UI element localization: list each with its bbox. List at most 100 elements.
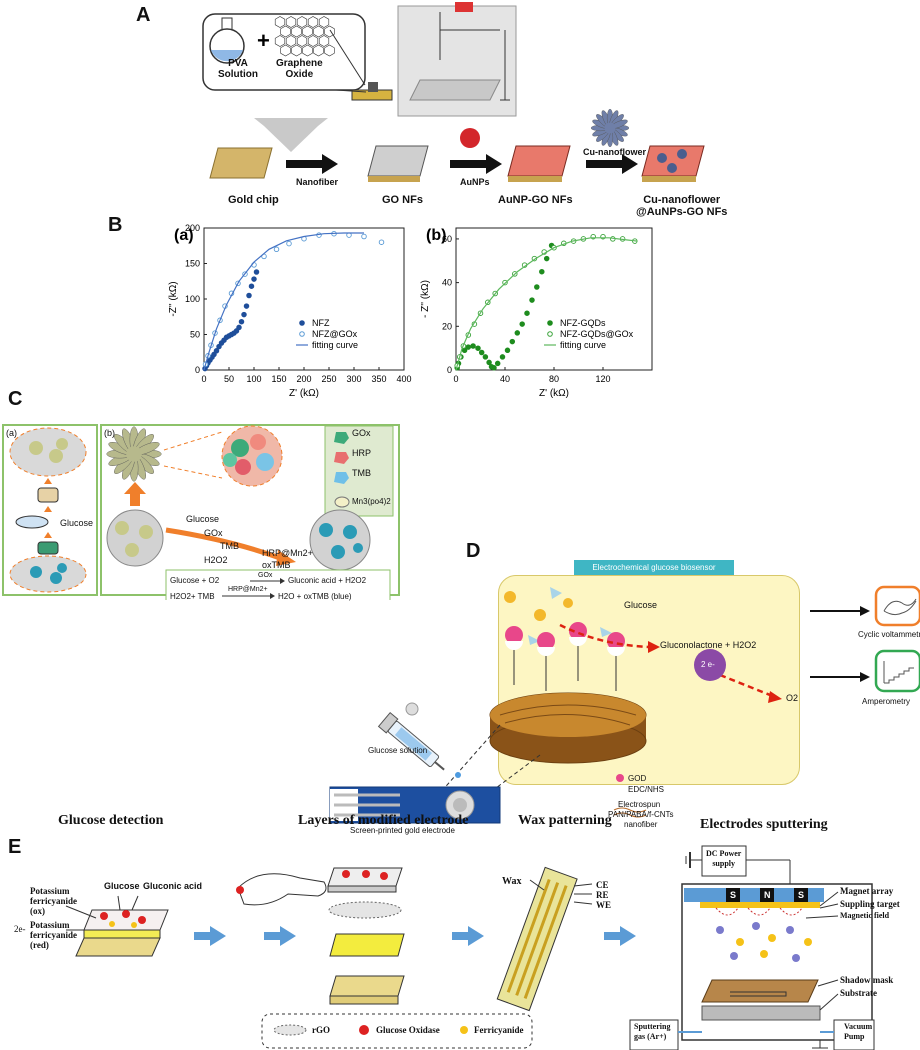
data-point [236,324,242,331]
legend-hrp-label: HRP [352,448,372,458]
sputter-label-substrate: Substrate [840,988,878,998]
panel-c-sub-a: (a) [6,428,17,438]
x-tick-label: 0 [453,374,458,384]
vacuum-pump-label: Vacuum Pump [844,1022,873,1041]
series-line-2 [455,237,638,371]
arrow-label-aunps: AuNPs [460,177,490,187]
x-axis-label: Z' (kΩ) [539,388,569,399]
eq2-left: H2O2+ TMB [170,592,215,601]
syringe-icon [377,711,445,771]
blue-arrow-1 [194,926,226,946]
panel-label-d: D [466,540,481,562]
electron-label: 2 e- [701,660,715,669]
flow-arrow [165,527,281,561]
eq1-catalyst: GOx [258,572,273,579]
sputter-label-magnet: Magnet array [840,886,894,896]
sputtering-gas-icon [629,1019,679,1050]
data-point [486,359,492,366]
x-tick-label: 400 [396,374,411,384]
data-point [241,311,247,318]
panel-d-illustration [329,585,920,824]
equation-box [165,569,391,600]
panel-label-b: B [108,214,123,236]
legend-tmb-icon [334,472,349,484]
legend-label: NFZ-GQDs [560,318,606,328]
biosensor-title: Electrochemical glucose biosensor [574,560,734,575]
legend-marker [547,320,553,326]
data-point [482,354,489,360]
layer-pan-label: PAN/PABA/f-CNTs [608,810,674,819]
y-tick-label: 100 [185,294,200,304]
legend-gox-icon [334,432,349,444]
data-point [253,269,260,275]
layer-nanofiber-label: nanofiber [624,820,658,829]
gold-chip-icon [209,147,273,179]
panel-label-a: A [136,4,151,26]
x-tick-label: 120 [595,374,610,384]
sputter-label-target: Suppling target [840,899,900,909]
data-point [509,338,516,345]
y-tick-label: 0 [195,365,200,375]
eq2-catalyst: HRP@Mn2+ [228,586,268,593]
flow-glucose: Glucose [186,514,220,524]
aunp-go-chip-icon [507,145,571,177]
dc-power-supply-icon [701,845,747,877]
rgo-sheet-icon [328,901,402,919]
x-tick-label: 300 [346,374,361,384]
cu-nanoflower-icon [590,108,630,148]
sensor-probe-treated-icon [37,541,59,555]
y-tick-label: 60 [442,234,452,244]
ce-label: CE [596,880,609,890]
electron-2e-label: 2e- [14,924,26,934]
legend-label: NFZ [312,318,330,328]
e-title-glucose-detection: Glucose detection [58,813,164,828]
electron-icon [694,649,726,681]
up-arrow [124,482,146,506]
blue-arrow-3 [452,926,484,946]
data-point [499,354,506,360]
fiber-mat-after-icon [309,509,371,571]
eq2-right: H2O + oxTMB (blue) [278,592,352,601]
fiber-mat-before-icon [106,509,164,567]
collector-plate [409,79,501,101]
flow-hrp: HRP@Mn2+ [262,548,313,558]
data-point [529,297,535,303]
wax-label: Wax [502,876,522,887]
legend-gox-label: GOx [352,428,371,438]
magnet-s1: S [730,890,737,900]
step-label-gold-chip: Gold chip [228,194,279,206]
pva-solution-label: PVA Solution [218,58,258,80]
layer-god-label: GOD [628,774,647,783]
data-point [514,330,521,336]
go-nf-chip-icon [367,145,429,177]
chart-panel-label: (b) [426,227,446,244]
data-point [216,343,222,350]
e-gluconic-label: Gluconic acid [143,881,203,891]
data-point [243,303,250,309]
panel-e-illustration [65,845,875,1050]
legend-ferricyanide-label: Ferricyanide [474,1025,524,1035]
kf-ox-label: Potassium ferricyanide (ox) [30,886,77,916]
step-label-aunp-go-nfs: AuNP-GO NFs [498,194,573,206]
petri-dish-icon [15,515,49,529]
substrate-layer-icon [75,937,161,957]
data-point [519,321,525,327]
cv-label: Cyclic voltammetry [858,630,920,639]
arrow-cu-nanoflower [586,154,638,174]
panel-c-sub-b: (b) [104,428,115,438]
we-label: WE [596,900,612,910]
y-tick-label: 50 [190,330,200,340]
x-tick-label: 50 [224,374,234,384]
data-point [494,360,501,367]
data-point [361,233,367,240]
target-icon [700,902,820,908]
x-tick-label: 0 [201,374,206,384]
x-tick-label: 350 [371,374,386,384]
legend-label: NFZ@GOx [312,329,358,339]
y-tick-label: 20 [442,321,452,331]
y-tick-label: 40 [442,278,452,288]
e-glucose-label: Glucose [104,881,140,891]
treated-mat-icon [9,555,87,593]
o2-label: O2 [786,693,799,703]
